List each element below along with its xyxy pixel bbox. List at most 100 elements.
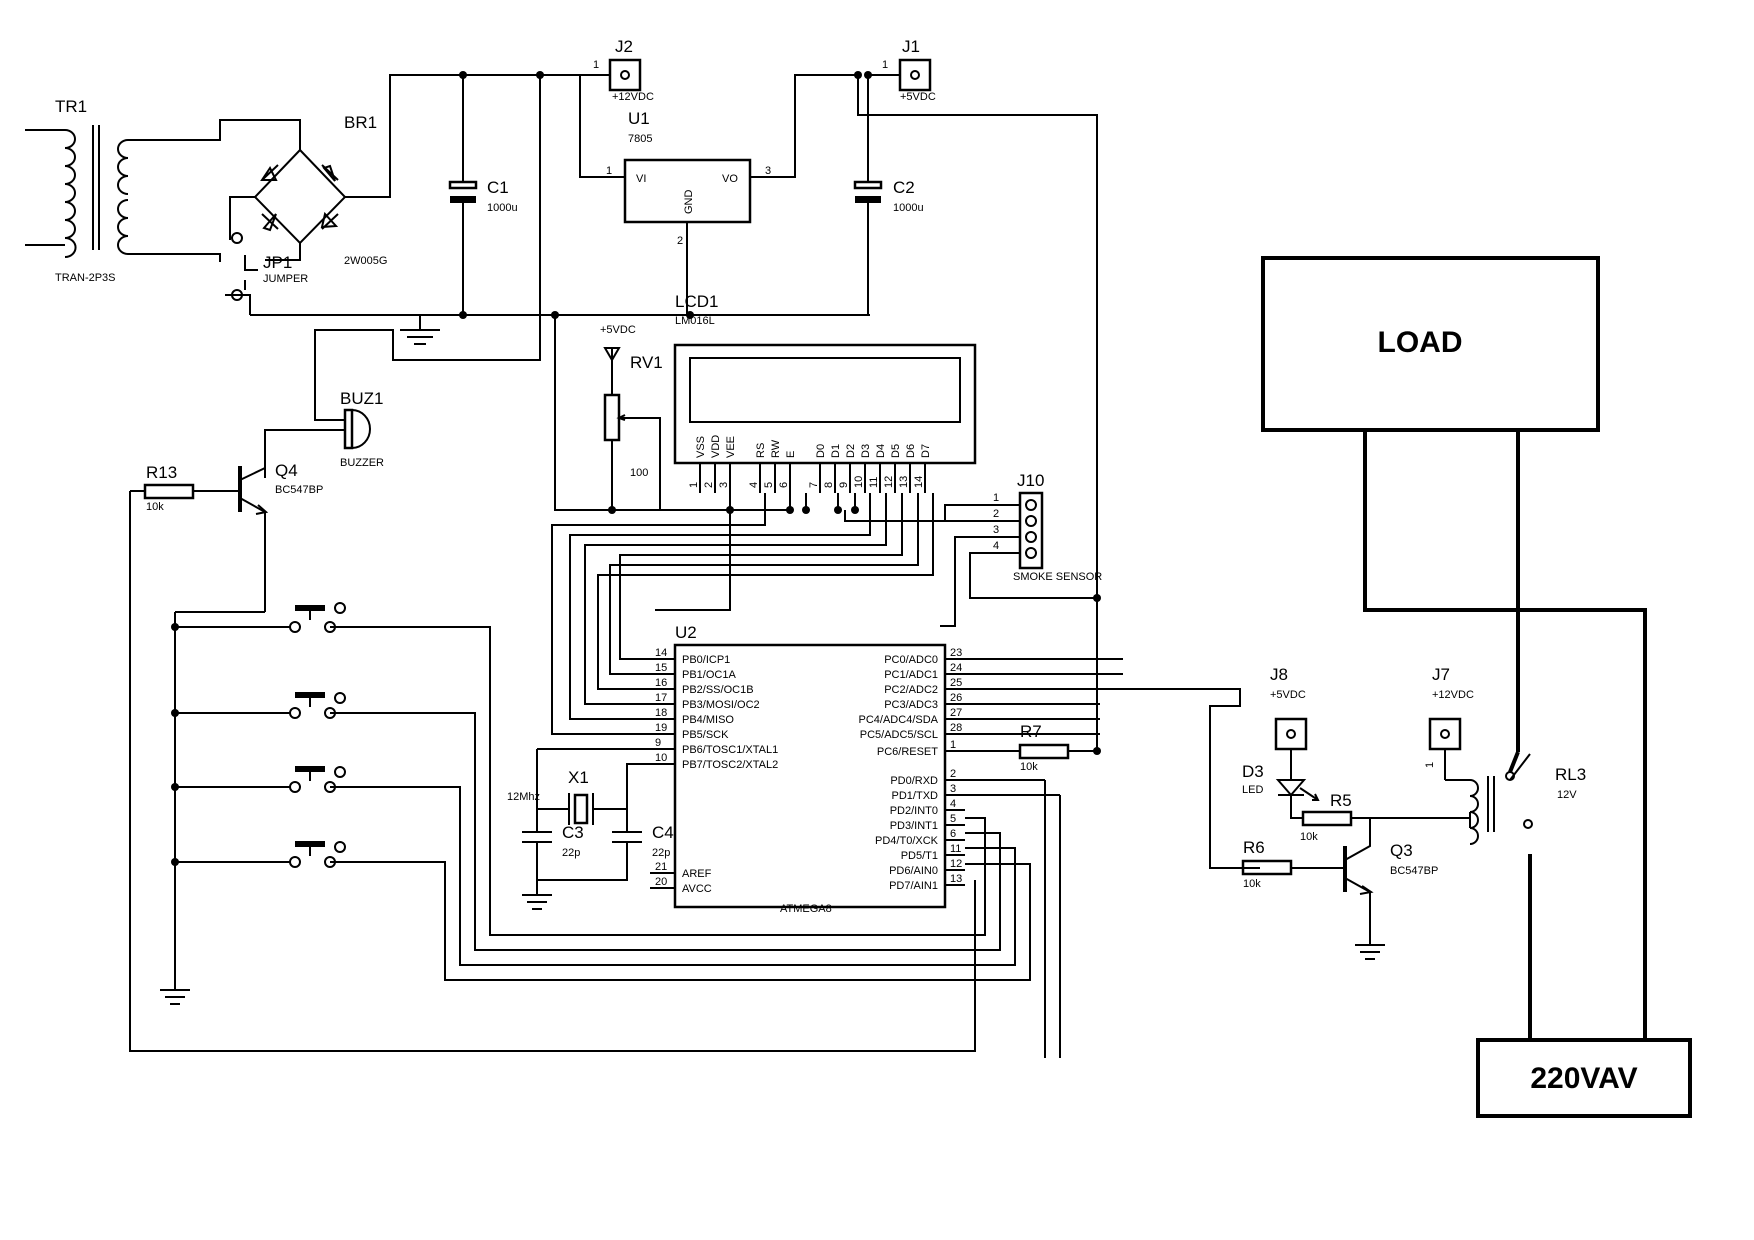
u2-pin-name: PD6/AIN0 [889, 865, 938, 877]
ground-symbol-buttons [160, 975, 190, 1005]
u2-pin-name: PB4/MISO [682, 714, 734, 726]
u2-pin-name: PC0/ADC0 [884, 654, 938, 666]
j7-ref: J7 [1432, 665, 1450, 684]
u2-pin-name: PB0/ICP1 [682, 654, 730, 666]
u2-pin-number: 12 [950, 858, 962, 870]
r7-value: 10k [1020, 761, 1038, 773]
ground-symbol-xtal [522, 880, 552, 910]
r13-ref: R13 [146, 463, 177, 482]
lcd-pin-name: RS [755, 443, 767, 458]
u2-pin-name: PD0/RXD [890, 775, 938, 787]
u2-pin-name: PD4/T0/XCK [875, 835, 939, 847]
lcd-pin-number: 13 [898, 476, 910, 488]
pushbutton-1[interactable] [175, 602, 986, 936]
rv1-value: 100 [630, 467, 648, 479]
d3-ref: D3 [1242, 762, 1264, 781]
rv1-ref: RV1 [630, 353, 663, 372]
u2-pin-number: 16 [655, 677, 667, 689]
r6-ref: R6 [1243, 838, 1265, 857]
q3-value: BC547BP [1390, 865, 1438, 877]
j7-value: +12VDC [1432, 689, 1474, 701]
u2-pin-name: PC4/ADC4/SDA [859, 714, 939, 726]
u2-pin-name: PC5/ADC5/SCL [860, 729, 938, 741]
u2-pin-number: 19 [655, 722, 667, 734]
u2-pin-number: 4 [950, 798, 956, 810]
u2-pin-number: 1 [950, 739, 956, 751]
j8-value: +5VDC [1270, 689, 1306, 701]
j8-ref: J8 [1270, 665, 1288, 684]
u2-pin-name: PB7/TOSC2/XTAL2 [682, 759, 778, 771]
buz1-value: BUZZER [340, 457, 384, 469]
pushbutton-2[interactable] [175, 692, 1001, 951]
transistor-q4: Q4 BC547BP [238, 461, 323, 612]
lcd-pin-number: 1 [688, 482, 700, 488]
lcd1-ref: LCD1 [675, 292, 718, 311]
lcd-pin-e: E6 [778, 451, 797, 493]
u2-pin-number: 20 [655, 876, 667, 888]
connector-j7: 1 J7 +12VDC [1424, 665, 1474, 780]
u2-pin-name: PB3/MOSI/OC2 [682, 699, 760, 711]
u2-pin-number: 17 [655, 692, 667, 704]
rl3-ref: RL3 [1555, 765, 1586, 784]
j1-ref: J1 [902, 37, 920, 56]
buzzer-buz1: BUZ1 BUZZER [264, 389, 384, 478]
j2-pin: 1 [593, 59, 599, 71]
j10-value: SMOKE SENSOR [1013, 571, 1102, 583]
u2-pin-name: PB1/OC1A [682, 669, 736, 681]
r5-ref: R5 [1330, 791, 1352, 810]
mains-block: 220VAV [1476, 1038, 1692, 1118]
u2-pin-number: 15 [655, 662, 667, 674]
u2-pin-name: PC2/ADC2 [884, 684, 938, 696]
r5-value: 10k [1300, 831, 1318, 843]
x1-value: 12Mhz [507, 791, 540, 803]
u2-pin-number: 13 [950, 873, 962, 885]
pd-bus-wires [1044, 780, 1061, 1058]
pushbutton-group [160, 602, 1031, 1005]
pushbutton-3[interactable] [175, 766, 1016, 966]
u2-ref: U2 [675, 623, 697, 642]
u2-pin-number: 26 [950, 692, 962, 704]
portc-wires [965, 658, 1260, 869]
lcd-pin-number: 9 [838, 482, 850, 488]
u2-pin-number: 10 [655, 752, 667, 764]
u1-pin-gnd: GND [683, 190, 695, 215]
j10-pin-4: 4 [993, 540, 999, 552]
u2-pin-name: PC1/ADC1 [884, 669, 938, 681]
lcd-pin-name: D7 [920, 444, 932, 458]
u2-pin-number: 3 [950, 783, 956, 795]
connector-j1: 1 J1 +5VDC [868, 37, 936, 103]
j10-wires [844, 504, 1097, 627]
connector-j8: J8 +5VDC [1270, 665, 1308, 780]
u1-pin-vi: VI [636, 173, 646, 185]
pushbutton-4[interactable] [175, 841, 1031, 981]
pd0-pd1-wires [965, 779, 1060, 796]
lcd-pin-name: VDD [710, 435, 722, 458]
capacitor-c2: C2 1000u [853, 75, 924, 315]
u2-pin-number: 21 [655, 861, 667, 873]
d3-value: LED [1242, 784, 1263, 796]
q4-ref: Q4 [275, 461, 298, 480]
u2-pin-name: PD7/AIN1 [889, 880, 938, 892]
lcd-pin-name: VSS [695, 436, 707, 458]
u1-ref: U1 [628, 109, 650, 128]
lcd-pin-number: 14 [913, 476, 925, 488]
microcontroller-u2: U2 ATMEGA8 14PB0/ICP115PB1/OC1A16PB2/SS/… [650, 623, 965, 915]
resistor-r6: R6 10k [1210, 838, 1345, 890]
c1-ref: C1 [487, 178, 509, 197]
potentiometer-rv1: +5VDC RV1 100 [600, 324, 663, 510]
j1-value: +5VDC [900, 91, 936, 103]
lcd-pin-d2: D29 [838, 444, 857, 493]
